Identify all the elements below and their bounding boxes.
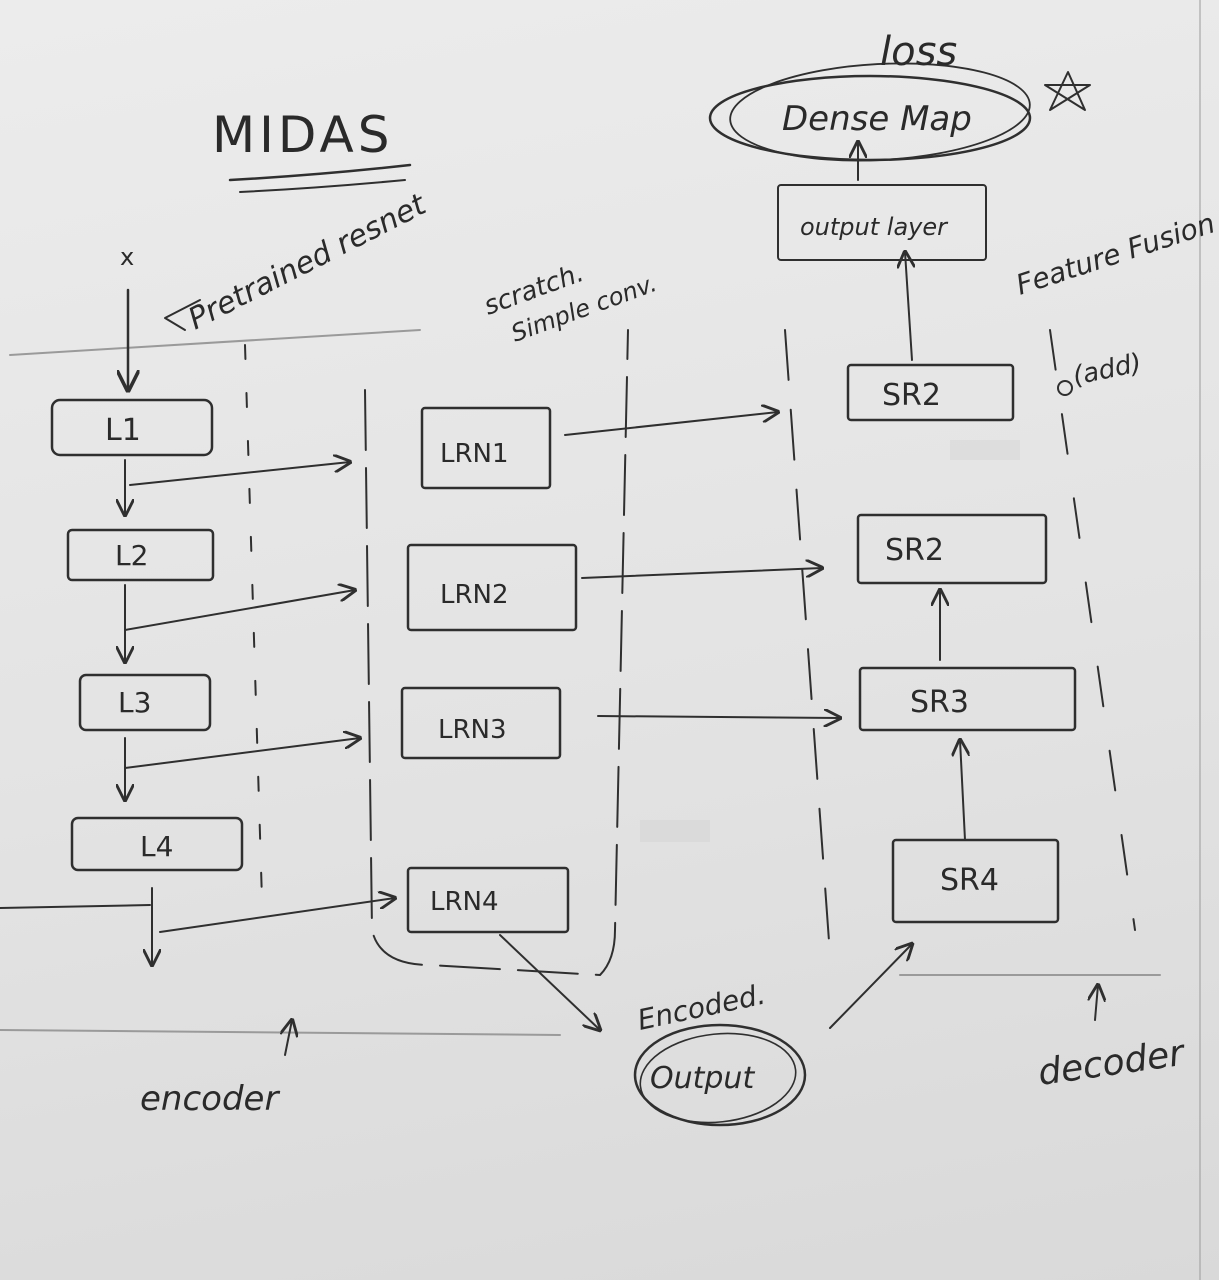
encoder-block-l3: [78, 673, 212, 732]
decoder-block-label: SR4: [940, 863, 999, 898]
output-label: Output: [650, 1061, 755, 1096]
encoder-block-label: L4: [140, 830, 173, 863]
title-underline: [228, 163, 412, 182]
scratch-to-decoder-arrows: [499, 412, 912, 1030]
input-label: x: [120, 243, 134, 271]
dense-map-ellipse-2: [729, 62, 1031, 162]
encoder-column: L1 L2 L3 L4: [50, 344, 263, 965]
output-circle: [633, 1023, 807, 1127]
encoder-block-l4: [70, 816, 244, 872]
scratch-block-lrn3: [400, 686, 562, 760]
decoder-block-label: SR2: [882, 378, 941, 413]
title-group: MIDAS: [212, 106, 412, 193]
scratch-block-label: LRN3: [438, 715, 507, 745]
encoder-caption-arrow: [285, 1020, 292, 1056]
encoder-block-l2: [66, 528, 215, 582]
scratch-block-label: LRN1: [440, 439, 509, 469]
encoder-block-label: L3: [118, 686, 151, 719]
star-icon: [1044, 71, 1091, 111]
decoder-arrow-sr4-sr3: [960, 740, 965, 841]
diagram-title: MIDAS: [212, 106, 393, 164]
encoder-label: encoder: [140, 1079, 280, 1119]
encoder-to-scratch-arrows: [0, 462, 395, 933]
scratch-block-lrn2: [406, 543, 578, 632]
decoder-caption-arrow: [1095, 985, 1098, 1021]
scratch-block-lrn4: [406, 866, 570, 934]
decoder-left-boundary: [784, 329, 831, 956]
decoder-right-boundary: [1049, 329, 1136, 931]
scratch-column: scratch. Simple conv. LRN1 LRN2 LRN3 LRN…: [364, 258, 660, 976]
decoder-block-sr2-top: [846, 363, 1015, 422]
encoder-dashed-boundary: [244, 344, 263, 901]
pretrained-pointer: [164, 299, 201, 331]
decoder-block-label: SR2: [885, 533, 944, 568]
encoded-output-group: Encoded. Output: [633, 978, 807, 1127]
output-circle-2: [639, 1032, 797, 1124]
pretrained-label: Pretrained resnet: [183, 187, 433, 337]
decoder-block-sr2: [856, 513, 1048, 585]
scratch-block-label: LRN2: [440, 580, 509, 610]
add-label: (add): [1070, 348, 1144, 392]
decoder-arrow-sr2-output: [905, 252, 912, 361]
encoder-block-label: L1: [105, 413, 141, 448]
title-underline-2: [239, 179, 406, 193]
feature-fusion-label: Feature Fusion: [1012, 206, 1219, 301]
dense-map-label: Dense Map: [782, 99, 972, 139]
scratch-block-lrn1: [420, 406, 552, 490]
encoder-block-label: L2: [115, 539, 148, 572]
output-layer-label: output layer: [800, 213, 949, 241]
fusion-marker: [1057, 380, 1073, 396]
dense-map-note: loss: [880, 29, 957, 75]
encoder-block-l1: [50, 398, 214, 457]
decoder-block-sr4: [891, 838, 1060, 924]
scratch-block-label: LRN4: [430, 887, 499, 917]
scratch-container: [364, 329, 629, 976]
decoder-block-label: SR3: [910, 685, 969, 720]
decoder-column: SR2 SR2 SR3 SR4 Feature Fusion (add): [784, 206, 1219, 956]
decoder-block-sr3: [858, 666, 1077, 732]
decoder-label: decoder: [1036, 1033, 1189, 1094]
output-layer-box: [777, 184, 987, 261]
head-group: output layer Dense Map loss: [708, 29, 1091, 261]
